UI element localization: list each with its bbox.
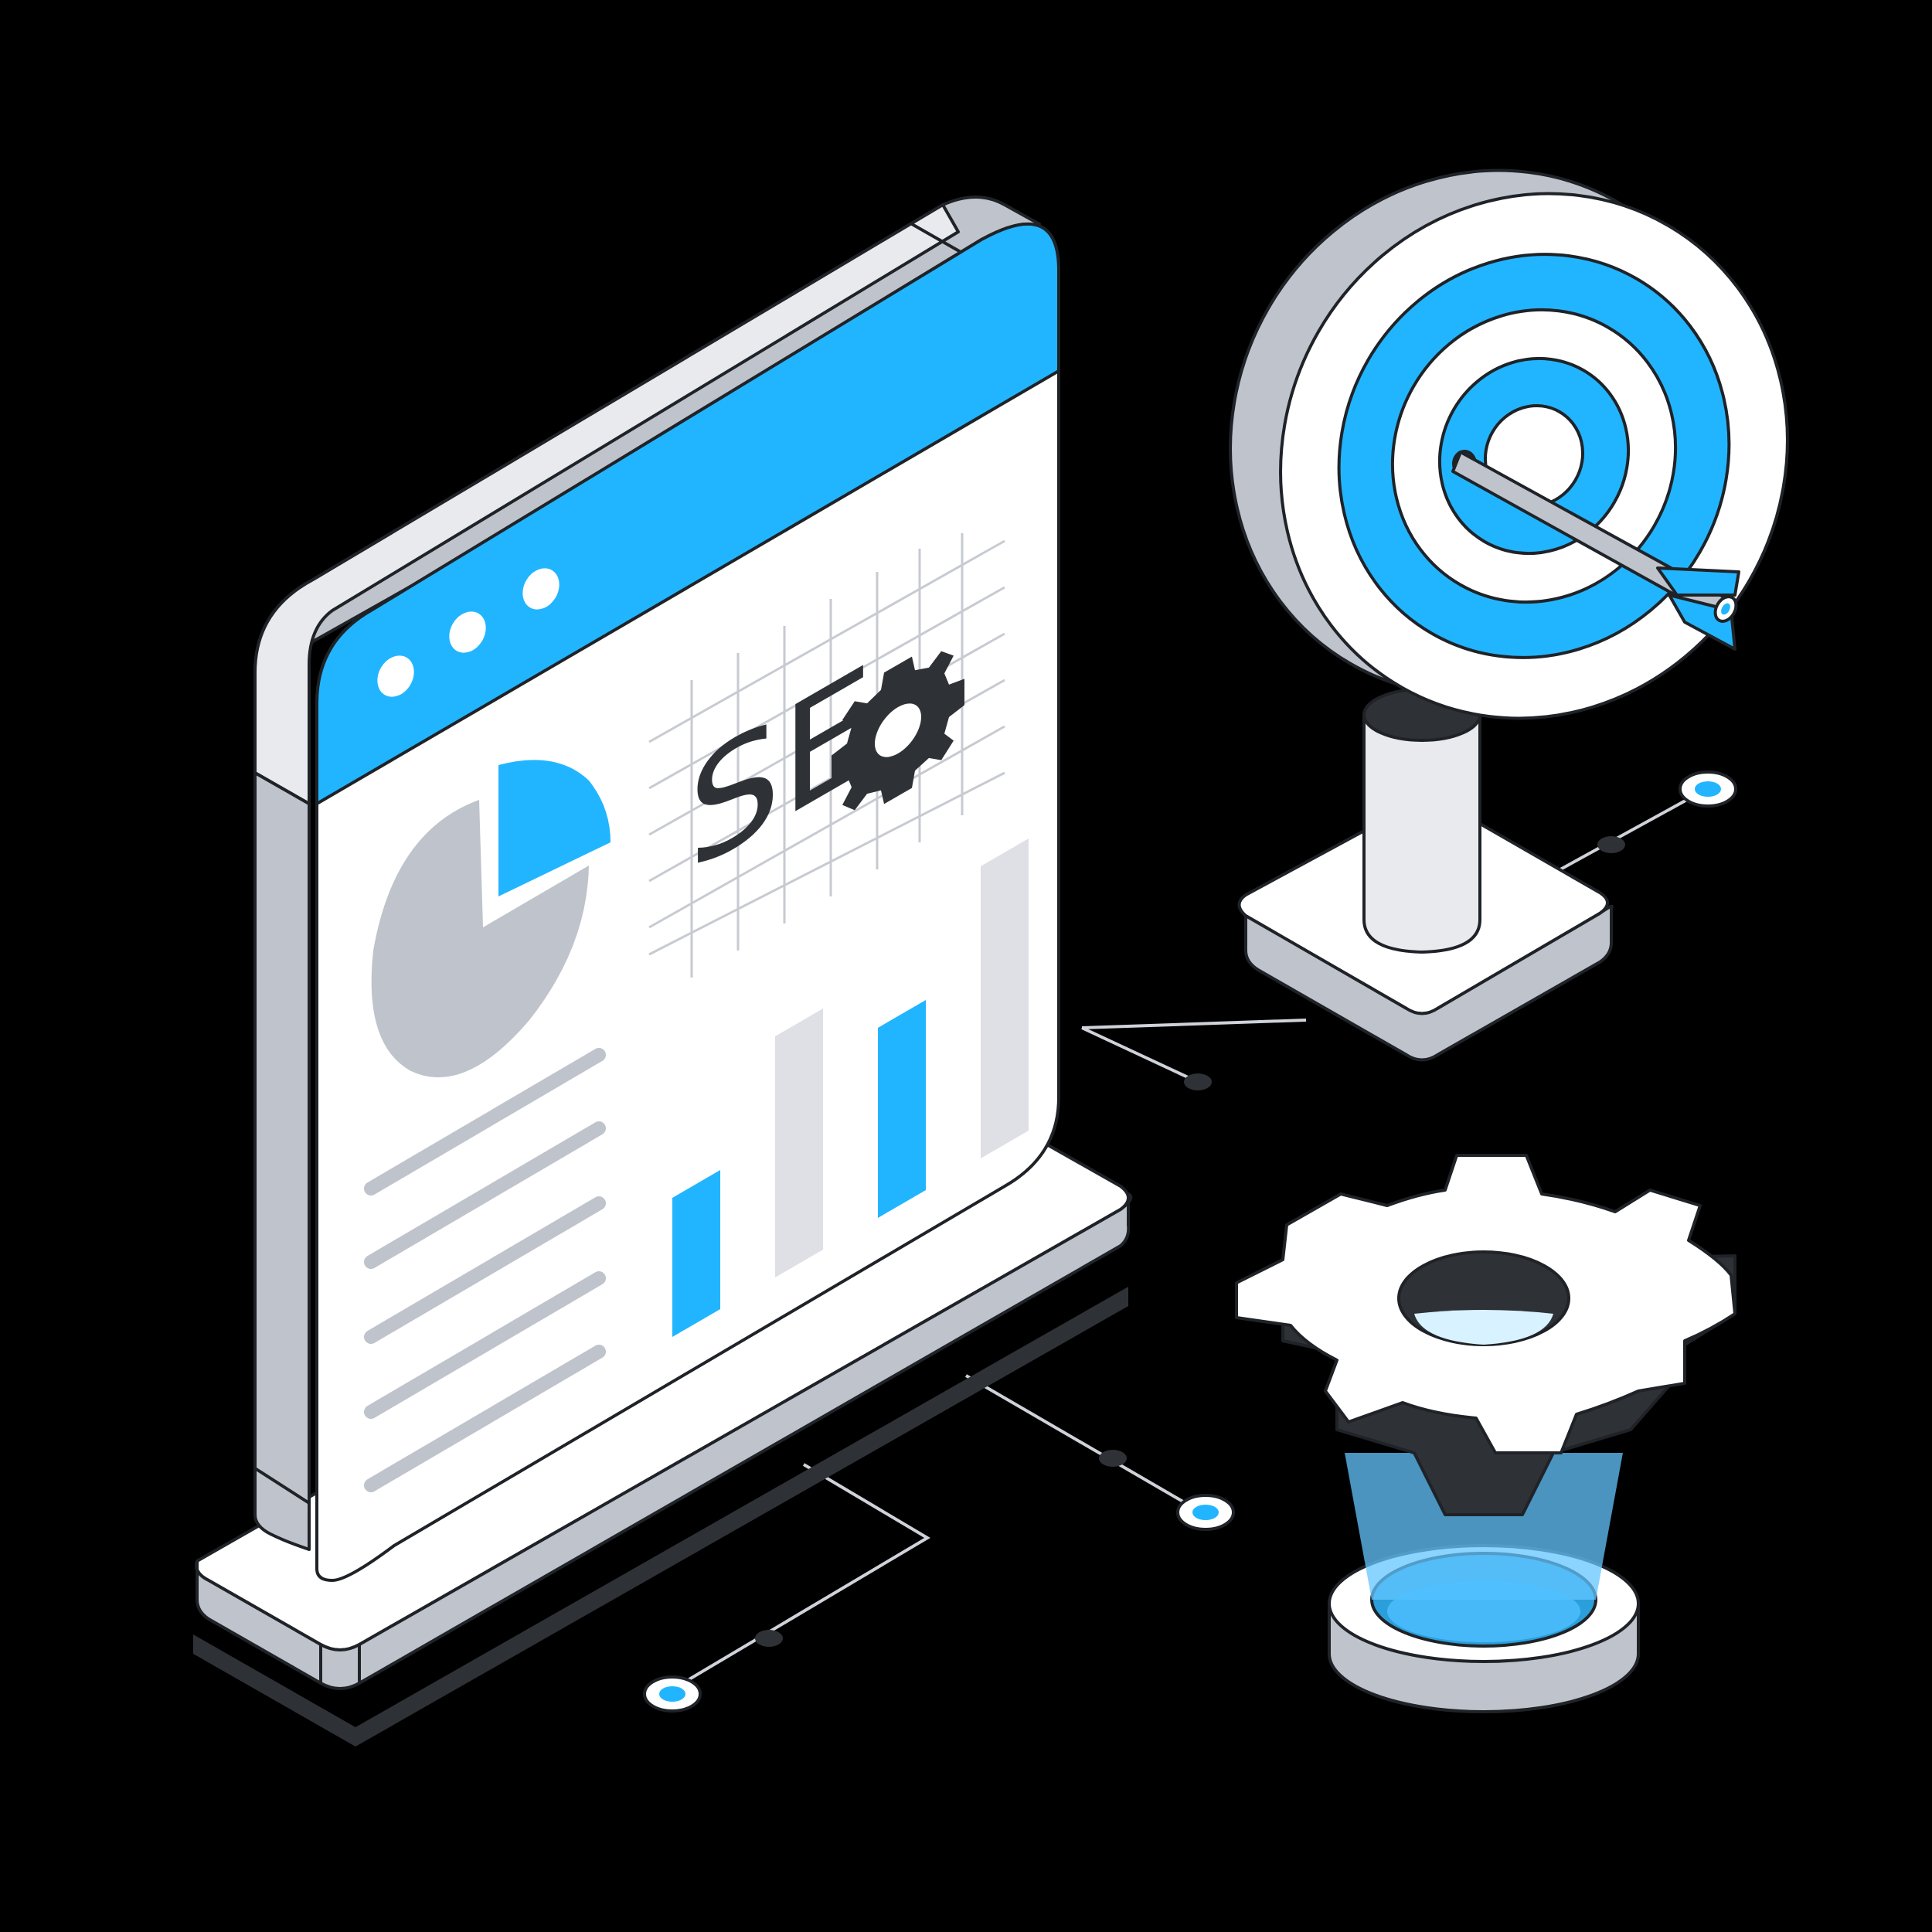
pie-chart-base	[371, 800, 589, 1078]
pie-chart-slice	[498, 760, 611, 896]
stand-shadow	[193, 1287, 1128, 1747]
target-pole	[1362, 713, 1481, 954]
browser-window-icon: SE	[193, 196, 1133, 1747]
window-controls	[377, 568, 560, 697]
bar-chart-bar	[775, 1009, 823, 1277]
connector-dot-icon	[643, 1675, 702, 1713]
gear-icon	[832, 651, 964, 811]
connector-dot-icon	[1099, 1450, 1127, 1467]
connector-dots	[643, 770, 1737, 1713]
target-base-front	[1244, 904, 1614, 1062]
target-icon	[1229, 168, 1789, 1062]
arrow-icon	[1451, 450, 1740, 651]
connector-dot-icon	[1184, 1073, 1212, 1090]
bar-chart-bar	[672, 1170, 720, 1337]
connector-dot-icon	[1597, 836, 1625, 853]
window-frame-light	[253, 203, 960, 805]
connector-dot-icon	[755, 1630, 783, 1647]
pie-chart-icon	[371, 760, 611, 1078]
bar-chart-bar	[878, 1000, 926, 1218]
gear-light-beam	[1345, 1453, 1623, 1600]
bar-chart-icon	[672, 838, 1029, 1337]
connector-dot-icon	[1679, 770, 1737, 808]
text-lines	[364, 1048, 606, 1492]
connector-dot-icon	[1176, 1494, 1235, 1531]
gear-icon	[1235, 1154, 1736, 1713]
window-titlebar	[315, 222, 1060, 805]
bar-chart-bar	[981, 838, 1029, 1158]
